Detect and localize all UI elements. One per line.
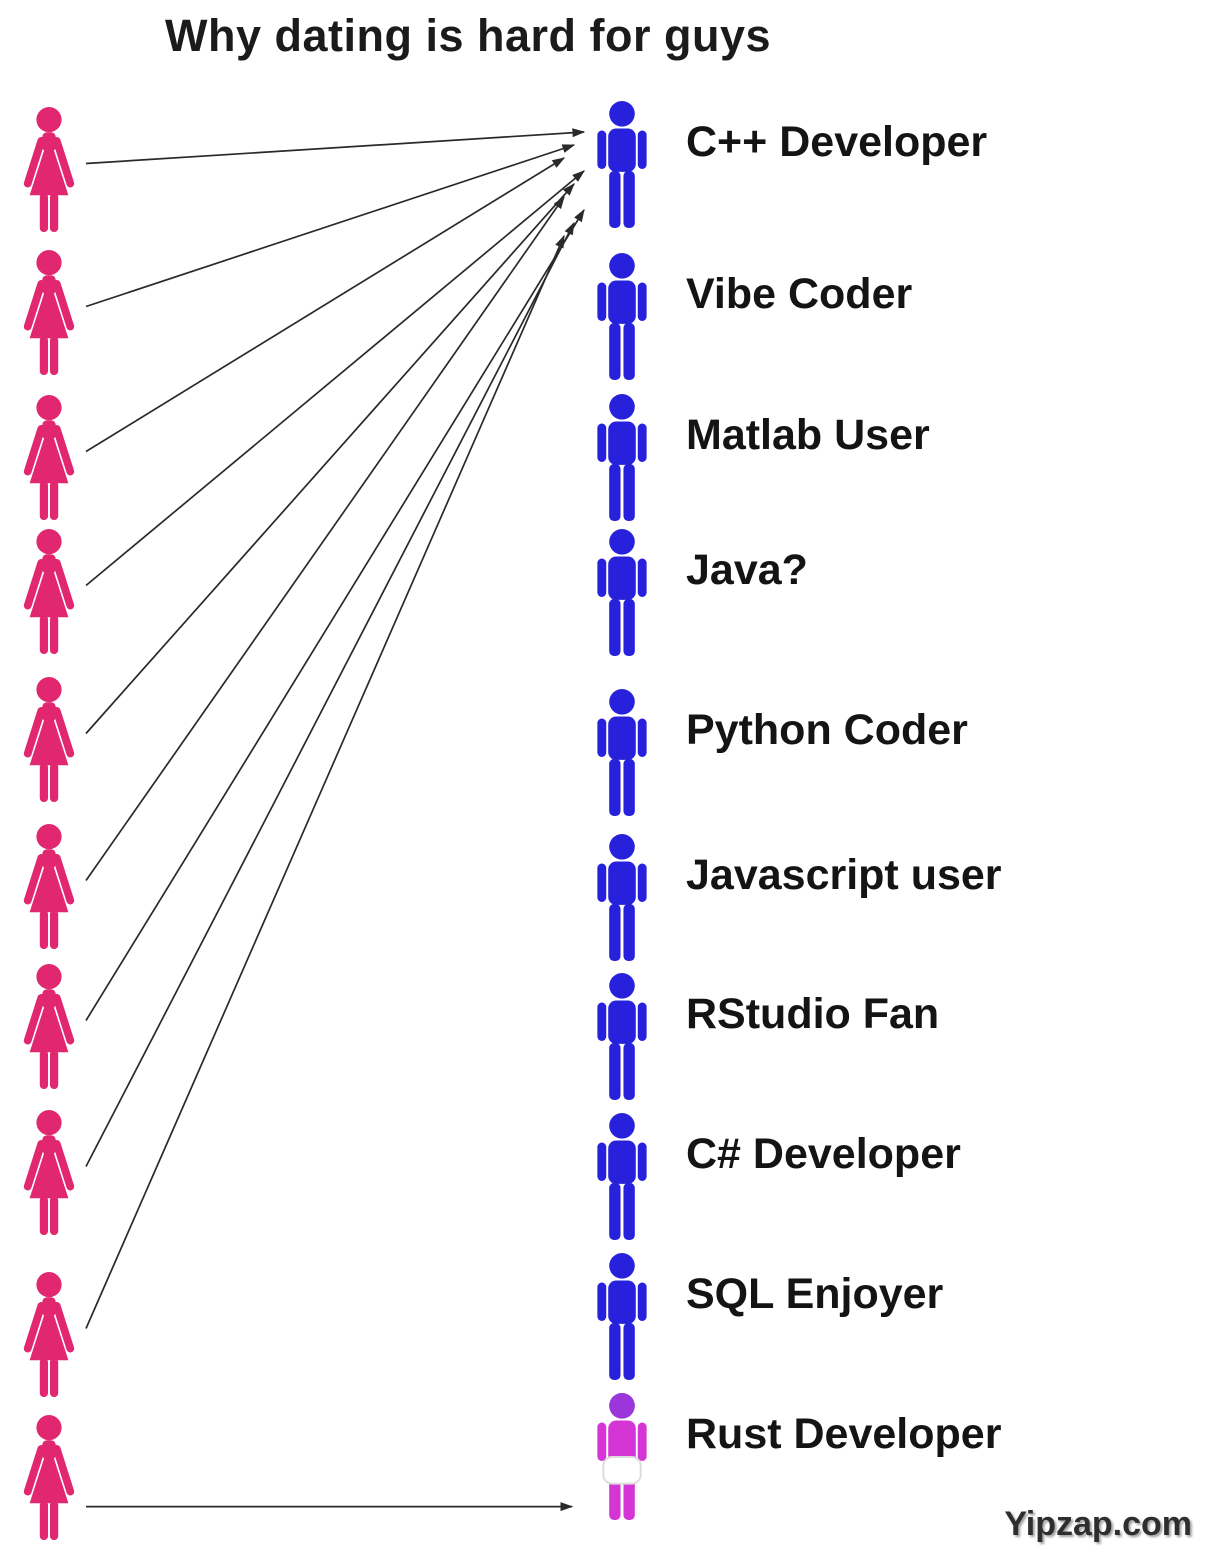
- man-row: Python Coder: [590, 688, 968, 818]
- man-icon: [590, 688, 654, 818]
- woman-icon: [18, 105, 80, 235]
- man-icon: [590, 972, 654, 1102]
- man-row: Rust Developer: [590, 1392, 1001, 1522]
- man-icon: [590, 100, 654, 230]
- page-title: Why dating is hard for guys: [165, 10, 772, 61]
- woman-figure: [18, 248, 80, 378]
- woman-figure: [18, 393, 80, 523]
- man-row: Javascript user: [590, 833, 1002, 963]
- man-label: Python Coder: [686, 706, 968, 754]
- man-label: Matlab User: [686, 411, 930, 459]
- man-label: Javascript user: [686, 851, 1002, 899]
- man-label: SQL Enjoyer: [686, 1270, 944, 1318]
- man-icon: [590, 528, 654, 658]
- man-label: Vibe Coder: [686, 270, 913, 318]
- man-label: C# Developer: [686, 1130, 961, 1178]
- woman-icon: [18, 248, 80, 378]
- man-row: Matlab User: [590, 393, 930, 523]
- man-label: Java?: [686, 546, 808, 594]
- woman-figure: [18, 527, 80, 657]
- man-row: C++ Developer: [590, 100, 987, 230]
- man-icon: [590, 252, 654, 382]
- woman-icon: [18, 527, 80, 657]
- man-label: Rust Developer: [686, 1410, 1002, 1458]
- man-icon: [590, 1112, 654, 1242]
- woman-figure: [18, 962, 80, 1092]
- woman-icon: [18, 962, 80, 1092]
- watermark: Yipzap.com: [1004, 1505, 1192, 1543]
- man-row: RStudio Fan: [590, 972, 939, 1102]
- rust-developer-icon: [590, 1392, 654, 1522]
- man-label: RStudio Fan: [686, 990, 940, 1038]
- woman-icon: [18, 1108, 80, 1238]
- man-row: Vibe Coder: [590, 252, 912, 382]
- woman-icon: [18, 675, 80, 805]
- woman-icon: [18, 1413, 80, 1543]
- woman-icon: [18, 1270, 80, 1400]
- woman-figure: [18, 1413, 80, 1543]
- man-row: C# Developer: [590, 1112, 961, 1242]
- woman-figure: [18, 105, 80, 235]
- woman-figure: [18, 1270, 80, 1400]
- man-icon: [590, 393, 654, 523]
- man-row: SQL Enjoyer: [590, 1252, 943, 1382]
- woman-icon: [18, 393, 80, 523]
- woman-icon: [18, 822, 80, 952]
- woman-figure: [18, 1108, 80, 1238]
- man-icon: [590, 1252, 654, 1382]
- woman-figure: [18, 822, 80, 952]
- man-label: C++ Developer: [686, 118, 988, 166]
- woman-figure: [18, 675, 80, 805]
- man-icon: [590, 833, 654, 963]
- man-row: Java?: [590, 528, 808, 658]
